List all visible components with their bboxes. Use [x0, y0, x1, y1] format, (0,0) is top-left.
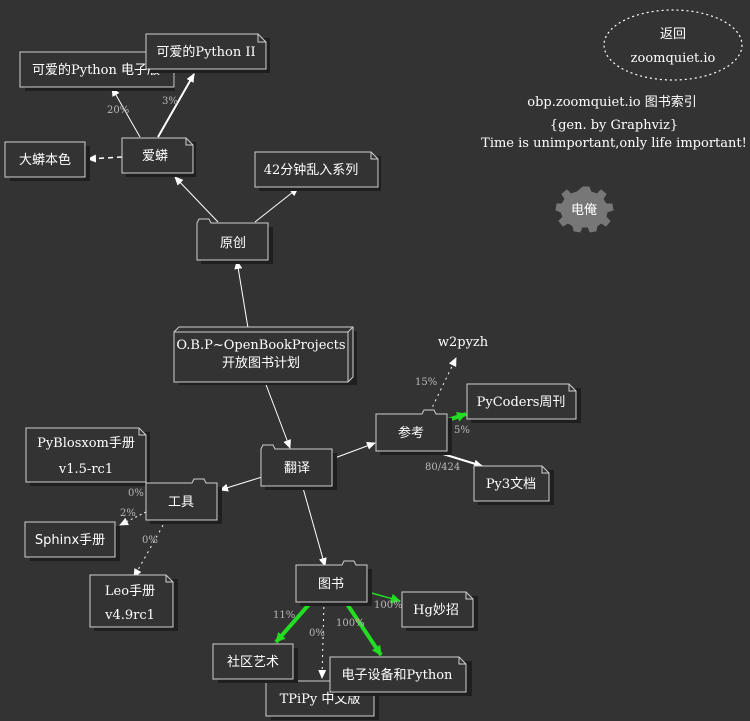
node-w2pyzh[interactable]: w2pyzh	[438, 335, 489, 350]
node-yuanchuang-label[interactable]: 原创	[220, 236, 246, 251]
edge-label-cankao-w2pyzh: 15%	[415, 377, 437, 388]
node-gongju[interactable]: 工具	[145, 478, 222, 524]
motto: Time is unimportant,only life important!	[481, 136, 747, 151]
edge-tushu-dianzi	[343, 599, 383, 657]
edge-aimang-python2	[157, 73, 195, 138]
node-tushu-label[interactable]: 图书	[318, 577, 344, 592]
node-aimang[interactable]: 爱蟒	[121, 137, 196, 177]
node-damang[interactable]: 大蟒本色	[4, 141, 90, 181]
back-link[interactable]: 返回 zoomquiet.io	[603, 9, 743, 81]
node-fanyi-label[interactable]: 翻译	[284, 461, 310, 476]
node-pycoders[interactable]: PyCoders周刊	[466, 383, 581, 423]
gear-label[interactable]: 电俺	[571, 203, 597, 218]
gear-node[interactable]: 电俺	[555, 186, 614, 233]
node-pycoders-label[interactable]: PyCoders周刊	[477, 395, 566, 410]
node-kead-python-2[interactable]: 可爱的Python II	[145, 33, 270, 73]
node-pyblosxom[interactable]: PyBlosxom手册 v1.5-rc1	[25, 427, 150, 486]
node-obp[interactable]: O.B.P~OpenBookProjects 开放图书计划	[173, 326, 357, 385]
node-sphinx-label[interactable]: Sphinx手册	[35, 533, 105, 548]
node-cankao-label[interactable]: 参考	[398, 425, 424, 441]
node-gongju-label[interactable]: 工具	[168, 495, 194, 510]
edge-yuanchuang-42min	[254, 187, 299, 223]
edge-label-gongju-pyblosxom: 0%	[128, 488, 144, 499]
edge-fanyi-tushu	[302, 487, 327, 567]
edge-aimang-ebook	[111, 87, 141, 138]
node-leo-line2[interactable]: v4.9rc1	[104, 608, 155, 623]
node-42min-label[interactable]: 42分钟乱入系列	[264, 162, 359, 178]
gear-icon[interactable]	[555, 186, 614, 233]
node-dianzi-label[interactable]: 电子设备和Python	[342, 667, 454, 683]
node-py3doc[interactable]: Py3文档	[473, 465, 554, 505]
node-py3doc-label[interactable]: Py3文档	[486, 477, 536, 492]
back-link-label[interactable]: 返回	[660, 27, 686, 42]
node-obp-line2[interactable]: 开放图书计划	[222, 356, 300, 371]
node-kead-python-ebook-label[interactable]: 可爱的Python 电子版	[32, 62, 160, 78]
edge-label-cankao-py3: 80/424	[425, 462, 460, 473]
edge-fanyi-gongju	[219, 476, 263, 492]
edge-label-aimang-python2: 3%	[162, 96, 178, 107]
node-pyblosxom-line2[interactable]: v1.5-rc1	[58, 462, 113, 477]
node-leo-line1[interactable]: Leo手册	[105, 584, 155, 599]
back-link-ellipse[interactable]	[603, 9, 743, 81]
edge-obp-fanyi	[264, 381, 291, 449]
edge-aimang-damang	[87, 154, 123, 163]
node-dianzi[interactable]: 电子设备和Python	[329, 656, 472, 696]
node-tushu[interactable]: 图书	[295, 560, 372, 606]
node-sphinx[interactable]: Sphinx手册	[24, 521, 120, 561]
node-obp-line1[interactable]: O.B.P~OpenBookProjects	[176, 338, 345, 353]
node-kead-python-ebook[interactable]: 可爱的Python 电子版	[19, 51, 175, 91]
edge-tushu-shequ	[274, 599, 314, 644]
edge-labels: 20% 3% 15% 5% 80/424 0% 2% 0% 100% 11% 0…	[107, 96, 470, 639]
edge-obp-yuanchuang	[234, 260, 249, 329]
gen-by-label: {gen. by Graphviz}	[550, 118, 678, 133]
edge-tushu-tipy	[318, 600, 327, 679]
edge-label-aimang-ebook: 20%	[107, 105, 129, 116]
node-leo[interactable]: Leo手册 v4.9rc1	[89, 574, 178, 631]
edge-label-tushu-hg: 100%	[374, 600, 403, 611]
edge-label-gongju-sphinx: 2%	[120, 508, 136, 519]
edge-gongju-leo	[133, 519, 167, 578]
node-shequ[interactable]: 社区艺术	[212, 643, 298, 683]
node-hg-label[interactable]: Hg妙招	[413, 603, 459, 618]
node-42min[interactable]: 42分钟乱入系列	[254, 151, 381, 191]
edge-label-tushu-shequ: 11%	[273, 610, 295, 621]
node-damang-label[interactable]: 大蟒本色	[19, 152, 71, 168]
node-cankao[interactable]: 参考	[375, 409, 452, 455]
node-fanyi[interactable]: 翻译	[260, 444, 337, 490]
edge-fanyi-cankao	[331, 442, 376, 460]
edge-label-tushu-tipy: 0%	[309, 628, 325, 639]
node-kead-python-2-label[interactable]: 可爱的Python II	[156, 44, 255, 60]
edge-label-tushu-dianzi: 100%	[336, 618, 365, 629]
node-hg[interactable]: Hg妙招	[401, 591, 478, 631]
node-pyblosxom-line1[interactable]: PyBlosxom手册	[37, 436, 135, 451]
node-shequ-label[interactable]: 社区艺术	[227, 654, 279, 670]
edge-label-gongju-leo: 0%	[142, 535, 158, 546]
edge-yuanchuang-aimang	[174, 176, 219, 223]
back-link-url[interactable]: zoomquiet.io	[631, 51, 716, 66]
edge-tushu-hg	[367, 591, 401, 604]
edge-label-cankao-pycoders: 5%	[454, 425, 470, 436]
index-title: obp.zoomquiet.io 图书索引	[527, 95, 696, 110]
node-aimang-label[interactable]: 爱蟒	[142, 149, 168, 164]
edge-cankao-w2pyzh	[429, 357, 457, 413]
node-yuanchuang[interactable]: 原创	[196, 218, 273, 264]
